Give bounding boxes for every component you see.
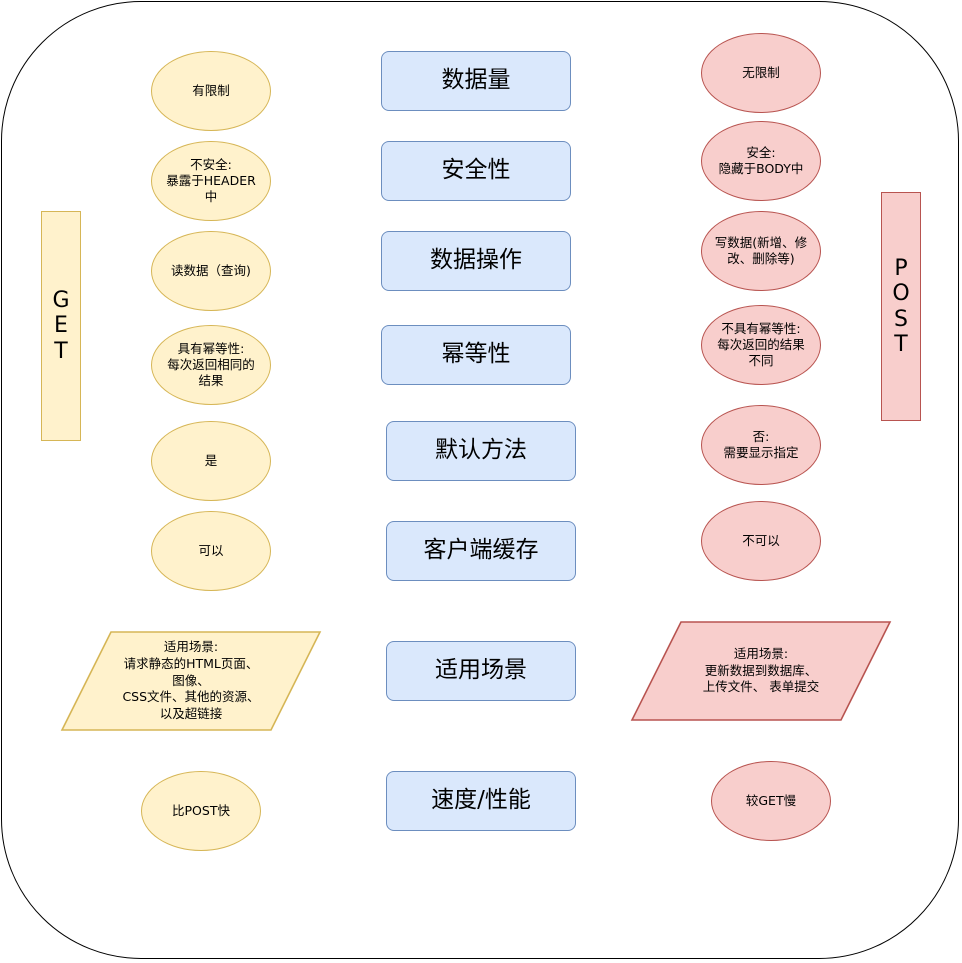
post-idempotency: 不具有幂等性: 每次返回的结果 不同 — [701, 305, 821, 385]
post-data-size: 无限制 — [701, 33, 821, 113]
get-client-cache: 可以 — [151, 511, 271, 591]
get-data-operation: 读数据（查询) — [151, 231, 271, 311]
get-performance: 比POST快 — [141, 771, 261, 851]
post-security: 安全: 隐藏于BODY中 — [701, 121, 821, 201]
get-use-case-text: 适用场景: 请求静态的HTML页面、 图像、 CSS文件、其他的资源、 以及超链… — [122, 638, 260, 722]
get-data-size: 有限制 — [151, 51, 271, 131]
criterion-security: 安全性 — [381, 141, 571, 201]
get-label: G E T — [41, 211, 81, 441]
post-label: P O S T — [881, 192, 921, 421]
get-idempotency: 具有幂等性: 每次返回相同的 结果 — [151, 325, 271, 405]
criterion-use-case: 适用场景 — [386, 641, 576, 701]
get-use-case-shape — [60, 631, 322, 731]
criterion-client-cache: 客户端缓存 — [386, 521, 576, 581]
criterion-data-operation: 数据操作 — [381, 231, 571, 291]
get-use-case: 适用场景: 请求静态的HTML页面、 图像、 CSS文件、其他的资源、 以及超链… — [60, 631, 322, 731]
post-performance: 较GET慢 — [711, 761, 831, 841]
post-use-case-shape — [630, 621, 892, 721]
post-client-cache: 不可以 — [701, 501, 821, 581]
criterion-idempotency: 幂等性 — [381, 325, 571, 385]
criterion-performance: 速度/性能 — [386, 771, 576, 831]
criterion-data-size: 数据量 — [381, 51, 571, 111]
post-use-case-text: 适用场景: 更新数据到数据库、 上传文件、 表单提交 — [702, 645, 820, 695]
post-data-operation: 写数据(新增、修 改、删除等) — [701, 211, 821, 291]
get-security: 不安全: 暴露于HEADER 中 — [151, 141, 271, 221]
post-use-case: 适用场景: 更新数据到数据库、 上传文件、 表单提交 — [630, 621, 892, 721]
get-default-method: 是 — [151, 421, 271, 501]
criterion-default-method: 默认方法 — [386, 421, 576, 481]
post-default-method: 否: 需要显示指定 — [701, 405, 821, 485]
